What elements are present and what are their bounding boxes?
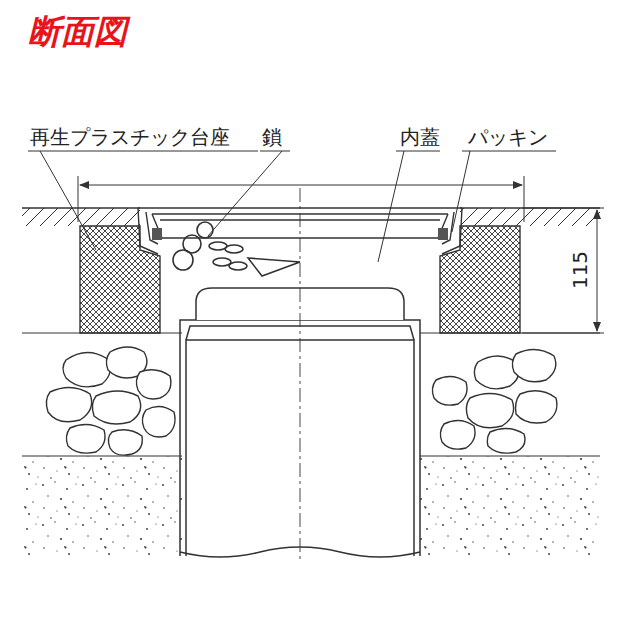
- part-label: 内蓋: [400, 126, 440, 148]
- part-label: 再生プラスチック台座: [30, 126, 230, 148]
- part-label: 鎖: [262, 126, 282, 148]
- part-label: パッキン: [468, 126, 548, 148]
- diagram-title: 断面図: [28, 14, 127, 50]
- dimension-label: 115: [569, 251, 591, 289]
